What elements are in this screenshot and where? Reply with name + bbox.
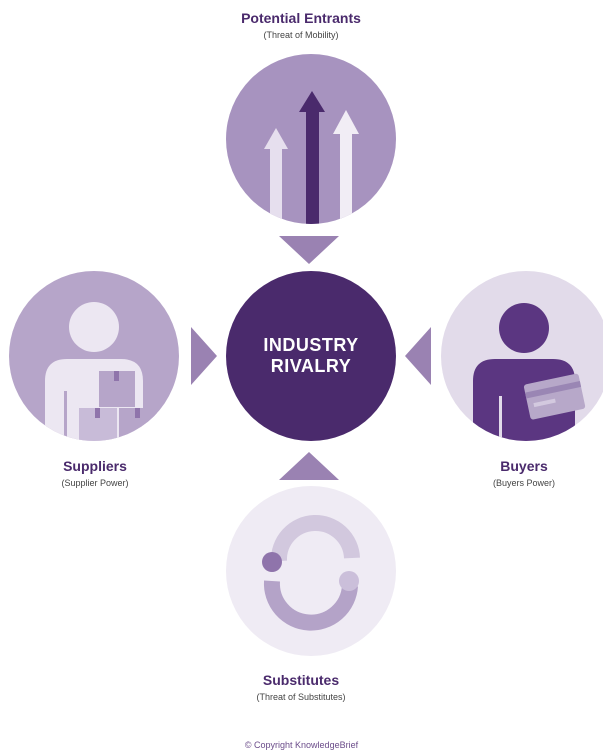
rising-arrows-icon — [264, 91, 359, 224]
industry-rivalry-circle: INDUSTRY RIVALRY — [226, 271, 396, 441]
industry-rivalry-line2: RIVALRY — [270, 356, 352, 376]
potential-entrants-title: Potential Entrants — [241, 10, 361, 26]
arrow-left-icon — [405, 327, 431, 385]
buyers-circle — [441, 271, 603, 441]
buyer-with-card-icon — [473, 303, 586, 441]
suppliers-circle — [9, 271, 179, 441]
substitutes-label: Substitutes (Threat of Substitutes) — [211, 672, 391, 702]
suppliers-title: Suppliers — [63, 458, 127, 474]
industry-rivalry-text: INDUSTRY RIVALRY — [226, 335, 396, 377]
buyers-label: Buyers (Buyers Power) — [445, 458, 603, 488]
arrow-right-icon — [191, 327, 217, 385]
buyers-subtitle: (Buyers Power) — [492, 478, 555, 488]
potential-entrants-label: Potential Entrants (Threat of Mobility) — [211, 10, 391, 40]
substitutes-title: Substitutes — [262, 672, 340, 688]
potential-entrants-subtitle: (Threat of Mobility) — [263, 30, 339, 40]
industry-rivalry-line1: INDUSTRY — [263, 335, 359, 355]
substitution-cycle-icon — [262, 514, 360, 631]
copyright-footer: © Copyright KnowledgeBrief — [244, 740, 359, 750]
substitutes-subtitle: (Threat of Substitutes) — [256, 692, 346, 702]
buyers-title: Buyers — [500, 458, 548, 474]
substitutes-circle — [226, 486, 396, 656]
supplier-with-boxes-icon — [45, 302, 157, 441]
arrow-up-icon — [279, 452, 339, 480]
suppliers-label: Suppliers (Supplier Power) — [5, 458, 185, 488]
suppliers-subtitle: (Supplier Power) — [61, 478, 129, 488]
potential-entrants-circle — [226, 54, 396, 224]
arrow-down-icon — [279, 236, 339, 264]
